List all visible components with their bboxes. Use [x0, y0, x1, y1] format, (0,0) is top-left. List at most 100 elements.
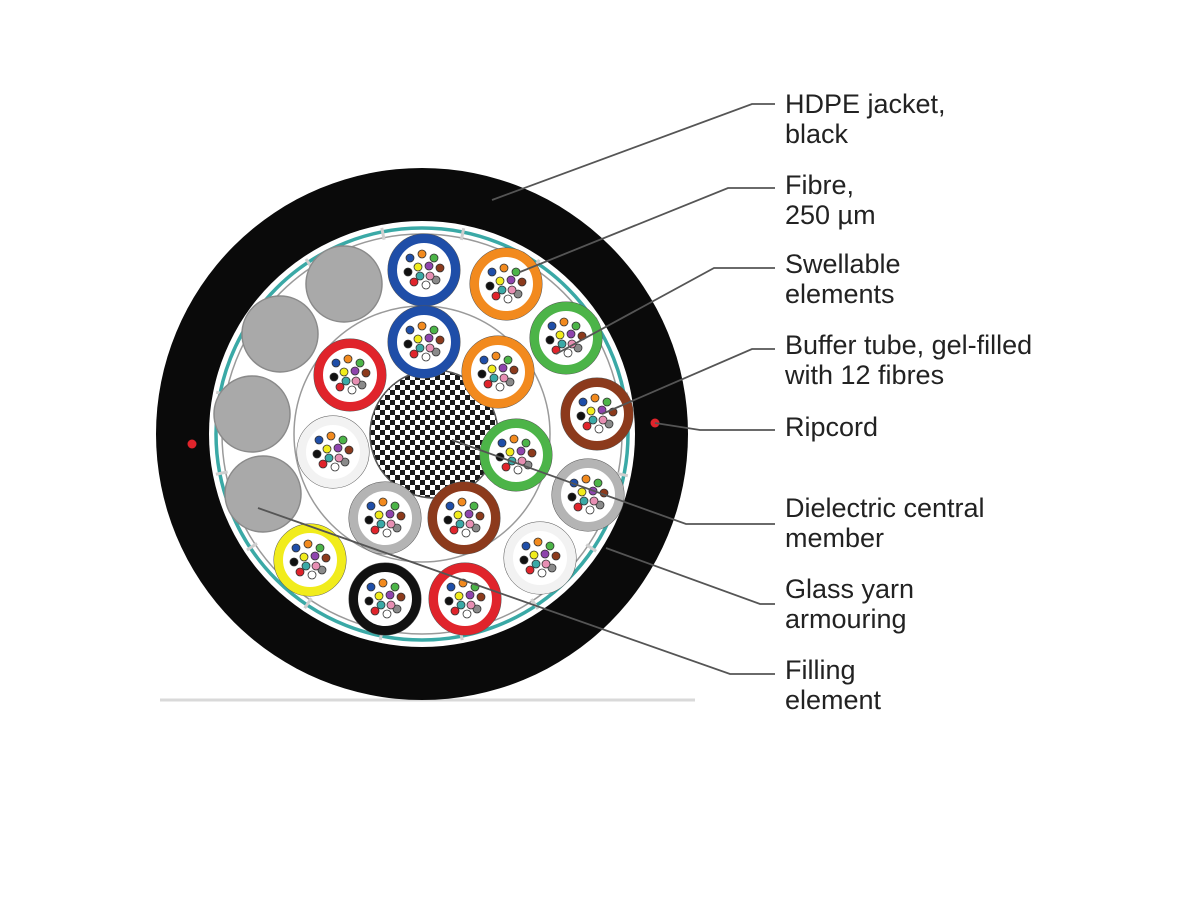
fibre — [425, 343, 435, 353]
fibre — [588, 415, 598, 425]
fibre — [516, 446, 526, 456]
fibre — [461, 528, 471, 538]
fibre — [413, 262, 423, 272]
leader-central-member — [451, 439, 775, 525]
fibre — [557, 339, 567, 349]
buffer-tube-white-inner — [296, 415, 370, 489]
fibre — [519, 555, 529, 565]
fibre — [590, 393, 600, 403]
fibre — [487, 267, 497, 277]
fibre — [582, 421, 592, 431]
fibre — [465, 590, 475, 600]
fibre — [330, 462, 340, 472]
fibre — [513, 289, 523, 299]
fibre — [573, 502, 583, 512]
fibre — [378, 578, 388, 588]
fibre — [578, 397, 588, 407]
tube-wall — [314, 339, 386, 411]
label-line: elements — [785, 279, 895, 309]
fibre — [545, 541, 555, 551]
fibre — [347, 385, 357, 395]
fibre — [571, 321, 581, 331]
leader-buffer-tube — [601, 348, 775, 415]
fibre — [559, 317, 569, 327]
label-swellable: Swellable elements — [785, 249, 908, 309]
buffer-tube-blue-inner — [387, 305, 461, 379]
buffer-tube-orange-outer — [469, 247, 543, 321]
fibre — [465, 519, 475, 529]
swellable-element — [585, 543, 598, 553]
tube-wall — [462, 336, 534, 408]
fibre — [457, 497, 467, 507]
fibre — [350, 366, 360, 376]
fibre — [403, 339, 413, 349]
fibre — [382, 609, 392, 619]
fibre — [485, 281, 495, 291]
fibre — [491, 291, 501, 301]
fibre — [506, 275, 516, 285]
fibre — [604, 419, 614, 429]
label-line: Swellable — [785, 249, 901, 279]
filling-element — [213, 375, 291, 453]
fibre — [374, 591, 384, 601]
fibre — [334, 453, 344, 463]
fibre — [462, 609, 472, 619]
label-glass-yarn: Glass yarn armouring — [785, 574, 922, 634]
label-line: HDPE jacket, — [785, 89, 946, 119]
tube-wall — [504, 522, 576, 594]
tube-wall — [274, 524, 346, 596]
label-line: element — [785, 685, 882, 715]
tube-wall — [428, 482, 500, 554]
fibre — [576, 411, 586, 421]
fibre — [357, 380, 367, 390]
filling-element — [305, 245, 383, 323]
glass-yarn-armouring — [214, 226, 630, 642]
fibre — [343, 354, 353, 364]
tube-wall — [388, 306, 460, 378]
buffer-tube-brown-outer — [560, 377, 634, 451]
fibre — [421, 352, 431, 362]
fibre — [386, 600, 396, 610]
fibre — [326, 431, 336, 441]
fibre — [503, 355, 513, 365]
fibre — [374, 510, 384, 520]
fibre — [533, 537, 543, 547]
label-line: Filling — [785, 655, 856, 685]
fibre — [424, 261, 434, 271]
fibre — [355, 358, 365, 368]
swellable-element — [459, 227, 466, 241]
fibre — [509, 434, 519, 444]
fibre — [475, 511, 485, 521]
label-buffer-tube: Buffer tube, gel-filled with 12 fibres — [784, 330, 1040, 390]
fibre — [364, 515, 374, 525]
tube-wall — [349, 563, 421, 635]
fibre — [507, 285, 517, 295]
fibre — [390, 501, 400, 511]
label-line: Ripcord — [785, 412, 878, 442]
fibre — [537, 568, 547, 578]
fibre — [385, 590, 395, 600]
swellable-element — [215, 470, 228, 476]
fibre — [476, 592, 486, 602]
fibre — [417, 249, 427, 259]
fibre — [409, 277, 419, 287]
label-filling-element: Filling element — [785, 655, 882, 715]
fibre — [579, 496, 589, 506]
fibre — [295, 567, 305, 577]
buffer-tube-orange-inner — [461, 335, 535, 409]
fibre — [344, 445, 354, 455]
fibre — [376, 519, 386, 529]
swellable-element — [380, 227, 386, 240]
fibre — [456, 600, 466, 610]
leader-lines — [257, 103, 775, 675]
fibre — [314, 435, 324, 445]
fibre — [555, 330, 565, 340]
fibre — [318, 459, 328, 469]
fibre — [513, 465, 523, 475]
fibre — [595, 500, 605, 510]
swellable-element — [246, 542, 258, 552]
fibre — [503, 294, 513, 304]
fibre — [567, 492, 577, 502]
fibre — [443, 515, 453, 525]
